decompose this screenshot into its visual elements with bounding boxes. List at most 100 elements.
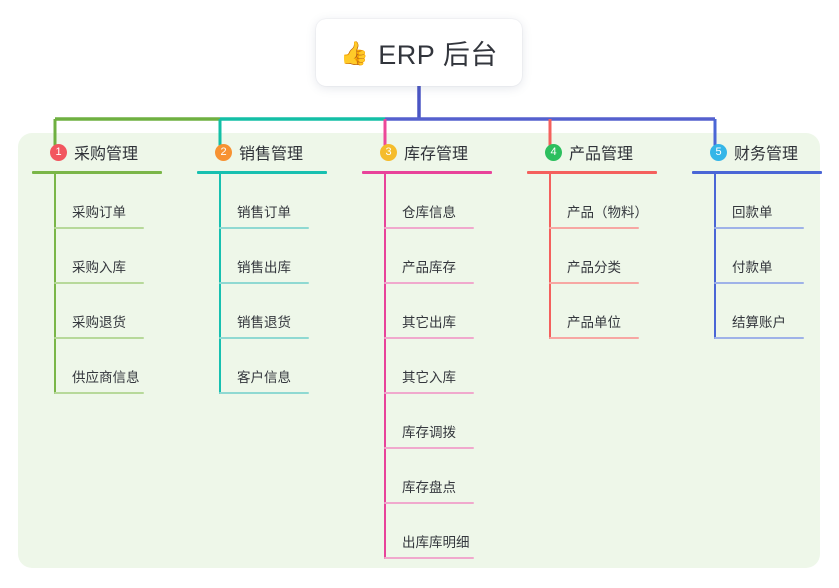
branch-header-1[interactable]: 1 采购管理 (32, 133, 197, 171)
leaf-item[interactable]: 产品库存 (384, 229, 527, 284)
leaf-underline (549, 227, 639, 229)
leaf-item[interactable]: 库存盘点 (384, 449, 527, 504)
leaf-label: 销售退货 (237, 315, 291, 330)
leaf-underline (54, 282, 144, 284)
leaf-underline (714, 282, 804, 284)
leaf-list-2: 销售订单销售出库销售退货客户信息 (219, 174, 362, 394)
leaf-underline (54, 227, 144, 229)
root-title: 👍 ERP 后台 (340, 33, 498, 72)
leaf-label: 仓库信息 (402, 205, 456, 220)
leaf-item[interactable]: 供应商信息 (54, 339, 197, 394)
leaf-list-5: 回款单付款单结算账户 (714, 174, 839, 339)
leaf-label: 产品分类 (567, 260, 621, 275)
leaf-underline (384, 282, 474, 284)
leaf-label: 供应商信息 (72, 370, 140, 385)
leaf-item[interactable]: 销售出库 (219, 229, 362, 284)
leaf-label: 出库库明细 (402, 535, 470, 550)
branch-spine-1 (54, 174, 56, 394)
branch-underline-1 (32, 171, 162, 174)
leaf-label: 其它出库 (402, 315, 456, 330)
branch-badge-2: 2 (215, 143, 232, 161)
root-title-text: ERP 后台 (378, 40, 498, 70)
leaf-label: 销售出库 (237, 260, 291, 275)
leaf-label: 结算账户 (732, 315, 786, 330)
leaf-list-3: 仓库信息产品库存其它出库其它入库库存调拨库存盘点出库库明细 (384, 174, 527, 559)
leaf-underline (384, 447, 474, 449)
branch-underline-5 (692, 171, 822, 174)
leaf-item[interactable]: 销售退货 (219, 284, 362, 339)
branch-column-1: 1 采购管理采购订单采购入库采购退货供应商信息 (32, 133, 197, 394)
leaf-item[interactable]: 其它出库 (384, 284, 527, 339)
branch-underline-2 (197, 171, 327, 174)
leaf-label: 产品库存 (402, 260, 456, 275)
leaf-label: 采购订单 (72, 205, 126, 220)
leaf-item[interactable]: 库存调拨 (384, 394, 527, 449)
leaf-item[interactable]: 客户信息 (219, 339, 362, 394)
branch-title-5: 财务管理 (734, 146, 799, 163)
branches-panel (18, 133, 820, 568)
thumbs-up-icon: 👍 (340, 40, 370, 66)
leaf-underline (384, 392, 474, 394)
leaf-underline (384, 502, 474, 504)
leaf-underline (384, 337, 474, 339)
branch-header-3[interactable]: 3 库存管理 (362, 133, 527, 171)
branch-spine-3 (384, 174, 386, 559)
leaf-label: 库存盘点 (402, 480, 456, 495)
branch-column-5: 5 财务管理回款单付款单结算账户 (692, 133, 839, 339)
leaf-label: 库存调拨 (402, 425, 456, 440)
leaf-label: 客户信息 (237, 370, 291, 385)
leaf-label: 采购入库 (72, 260, 126, 275)
leaf-underline (714, 227, 804, 229)
leaf-underline (384, 557, 474, 559)
leaf-underline (54, 337, 144, 339)
leaf-underline (384, 227, 474, 229)
leaf-item[interactable]: 结算账户 (714, 284, 839, 339)
branch-title-1: 采购管理 (74, 146, 139, 163)
branch-spine-4 (549, 174, 551, 339)
leaf-label: 产品（物料） (567, 205, 648, 220)
branch-spine-5 (714, 174, 716, 339)
leaf-label: 回款单 (732, 205, 773, 220)
leaf-label: 产品单位 (567, 315, 621, 330)
leaf-label: 其它入库 (402, 370, 456, 385)
leaf-label: 采购退货 (72, 315, 126, 330)
leaf-item[interactable]: 采购入库 (54, 229, 197, 284)
leaf-item[interactable]: 回款单 (714, 174, 839, 229)
leaf-list-4: 产品（物料） 产品分类产品单位 (549, 174, 692, 339)
leaf-underline (219, 392, 309, 394)
branch-header-5[interactable]: 5 财务管理 (692, 133, 839, 171)
leaf-underline (219, 337, 309, 339)
leaf-label: 销售订单 (237, 205, 291, 220)
leaf-item[interactable]: 其它入库 (384, 339, 527, 394)
leaf-underline (549, 337, 639, 339)
leaf-underline (219, 282, 309, 284)
leaf-list-1: 采购订单采购入库采购退货供应商信息 (54, 174, 197, 394)
branch-underline-4 (527, 171, 657, 174)
leaf-item[interactable]: 销售订单 (219, 174, 362, 229)
leaf-item[interactable]: 出库库明细 (384, 504, 527, 559)
branch-title-4: 产品管理 (569, 146, 634, 163)
branch-spine-2 (219, 174, 221, 394)
leaf-item[interactable]: 产品分类 (549, 229, 692, 284)
leaf-item[interactable]: 付款单 (714, 229, 839, 284)
root-node[interactable]: 👍 ERP 后台 (316, 19, 522, 86)
branch-badge-1: 1 (50, 143, 67, 161)
leaf-item[interactable]: 产品单位 (549, 284, 692, 339)
leaf-label: 付款单 (732, 260, 773, 275)
branch-badge-3: 3 (380, 143, 397, 161)
leaf-underline (54, 392, 144, 394)
leaf-item[interactable]: 产品（物料） (549, 174, 692, 229)
leaf-item[interactable]: 仓库信息 (384, 174, 527, 229)
branch-title-3: 库存管理 (404, 146, 469, 163)
branch-badge-5: 5 (710, 143, 727, 161)
leaf-item[interactable]: 采购订单 (54, 174, 197, 229)
leaf-underline (219, 227, 309, 229)
branch-underline-3 (362, 171, 492, 174)
leaf-item[interactable]: 采购退货 (54, 284, 197, 339)
